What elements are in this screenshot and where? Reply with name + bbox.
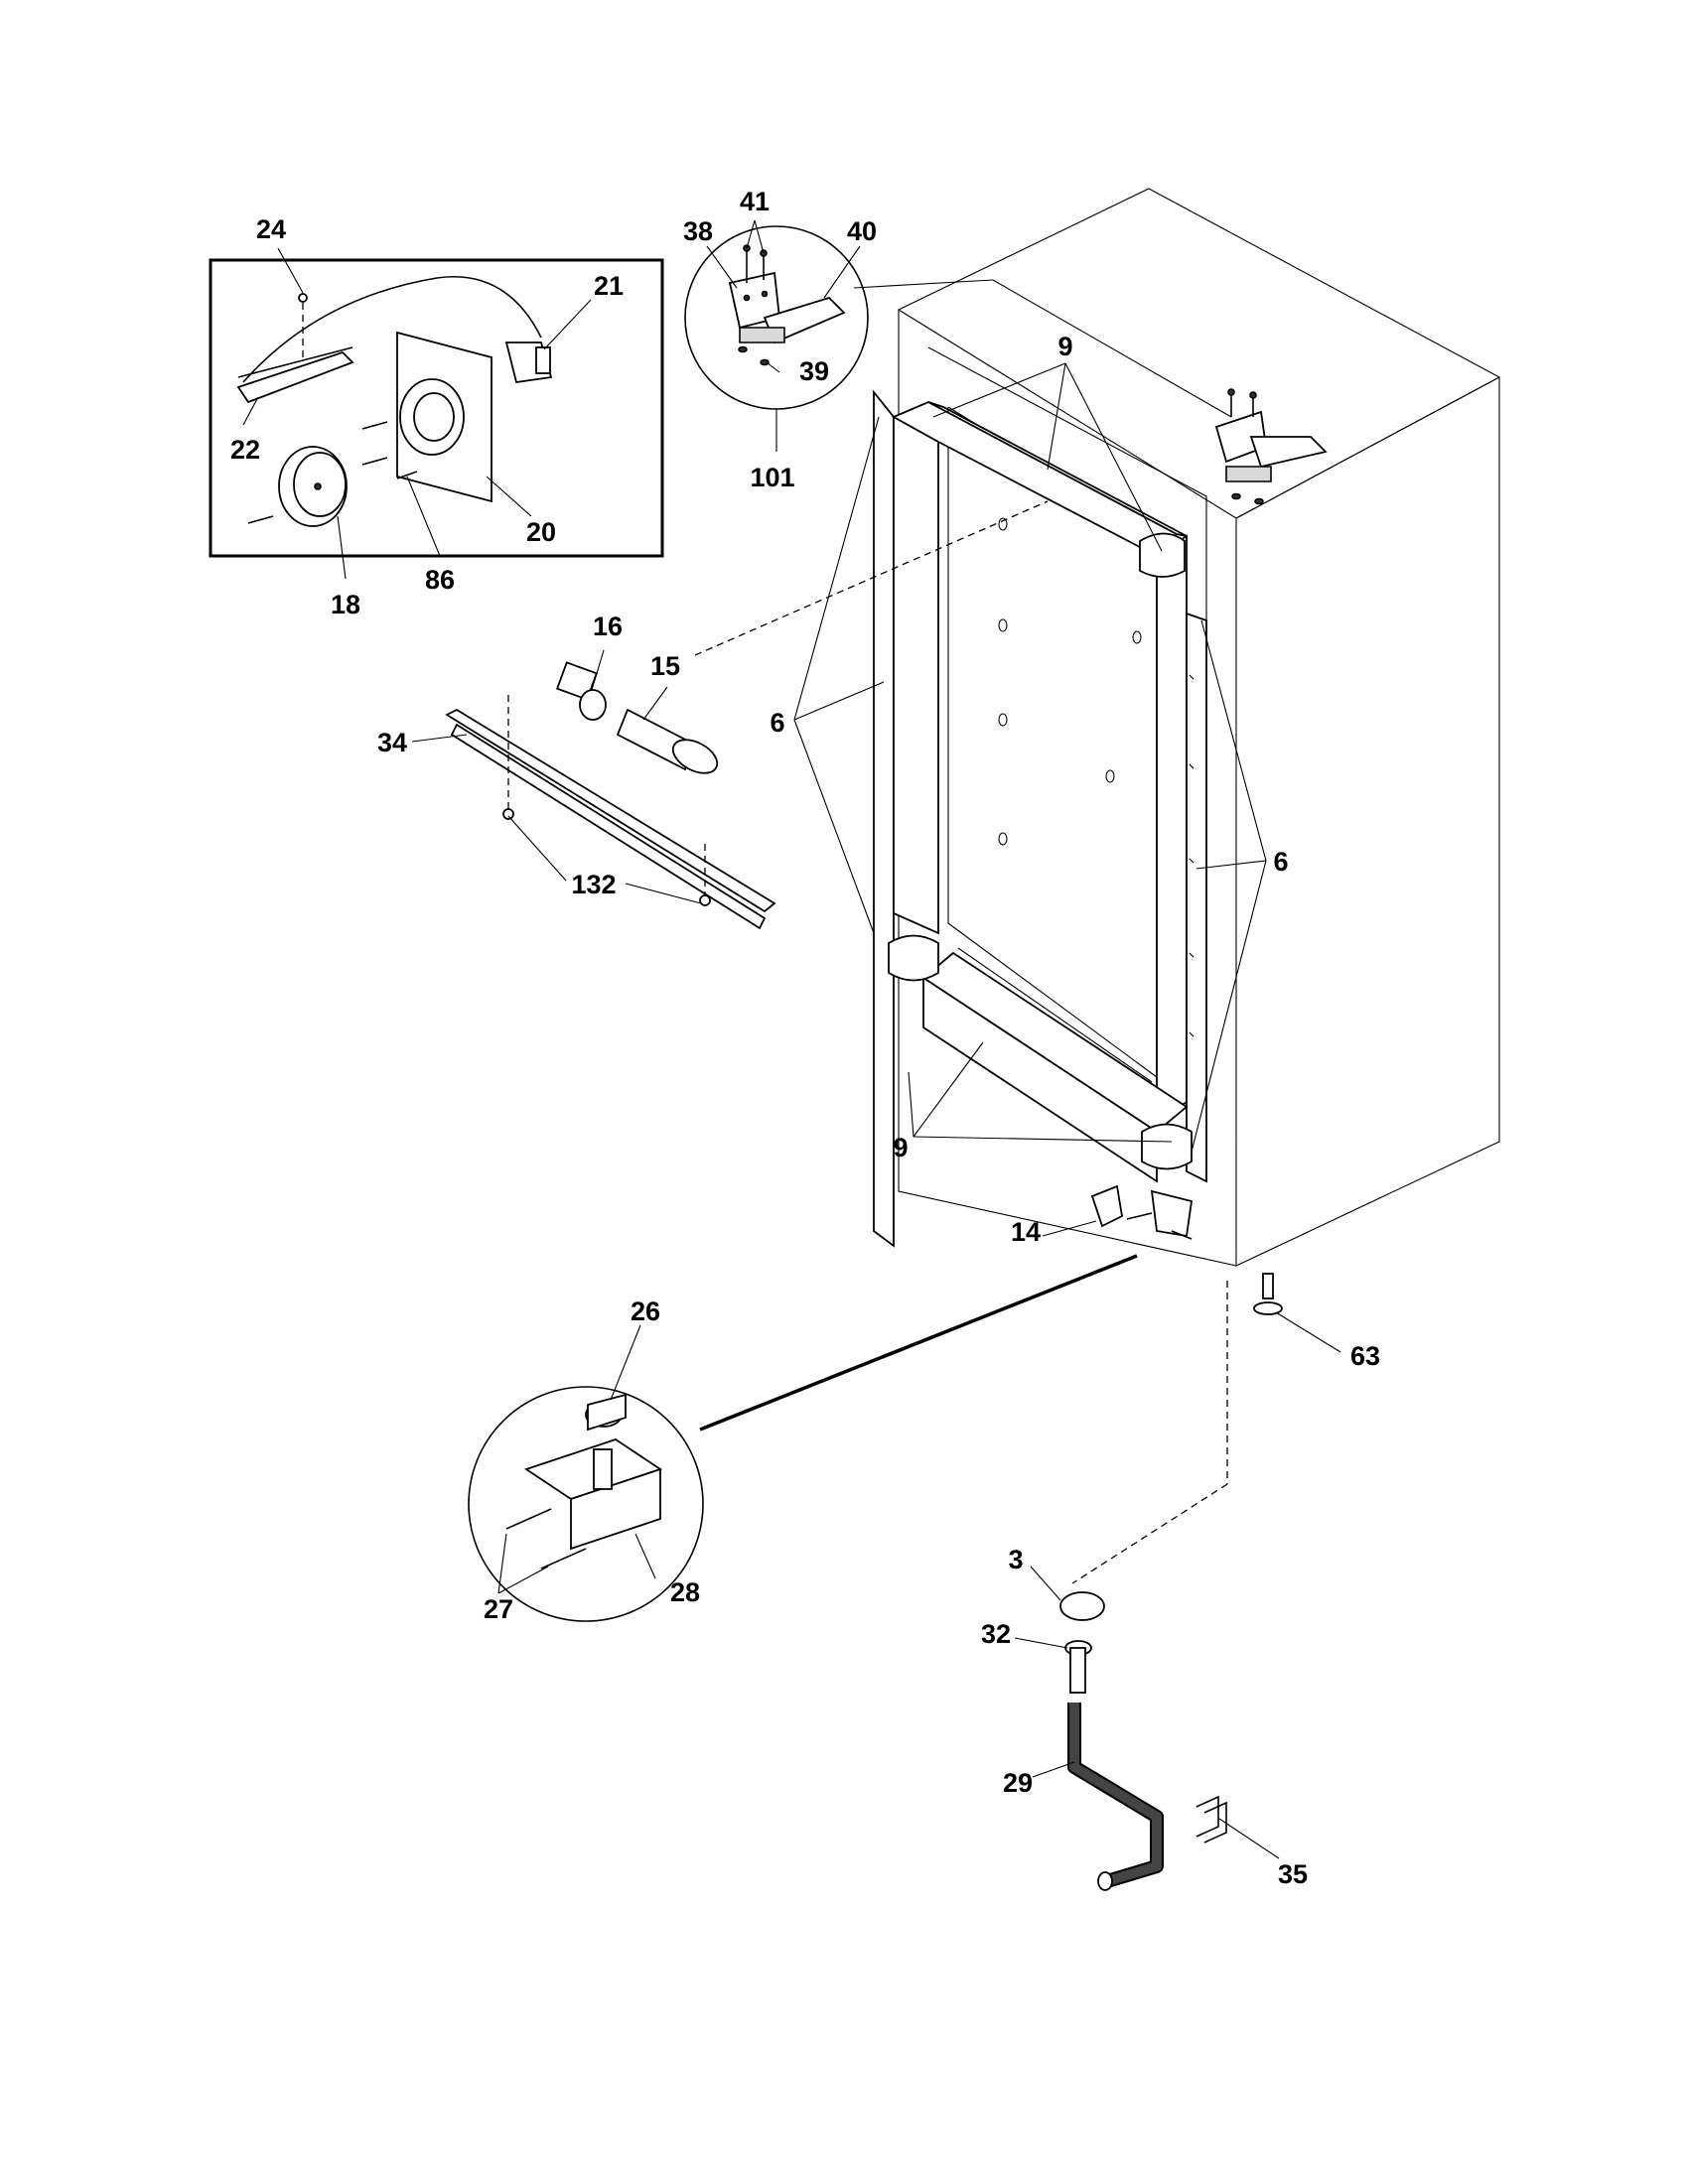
callout-27: 27 (484, 1594, 513, 1624)
callout-39: 39 (799, 356, 829, 386)
light-shield-34 (445, 695, 776, 930)
callout-132: 132 (571, 870, 616, 899)
callout-6-left: 6 (770, 708, 784, 738)
callout-6-right: 6 (1273, 847, 1288, 877)
callout-18: 18 (331, 590, 360, 619)
callout-40: 40 (847, 216, 877, 246)
callout-101: 101 (750, 463, 794, 492)
leader-lines (242, 219, 1341, 1859)
callout-3: 3 (1008, 1545, 1023, 1574)
inset-box (209, 258, 664, 558)
top-hinge-installed (1214, 388, 1328, 505)
callout-41: 41 (740, 187, 770, 216)
callout-24: 24 (256, 214, 286, 244)
light-assembly (556, 500, 1049, 774)
breaker-strips (873, 389, 1207, 1248)
lower-hinge (699, 1184, 1194, 1432)
callout-34: 34 (377, 728, 407, 757)
callout-21: 21 (594, 271, 624, 301)
callout-63: 63 (1350, 1341, 1380, 1371)
strip-tabs (1189, 674, 1195, 1037)
callout-28: 28 (670, 1577, 700, 1607)
callout-29: 29 (1003, 1768, 1033, 1798)
bottom-parts (1059, 1591, 1227, 1891)
callout-22: 22 (230, 435, 260, 465)
screws-86 (247, 421, 418, 524)
callout-15: 15 (650, 651, 680, 681)
callout-9-top: 9 (1057, 332, 1072, 361)
callout-20: 20 (526, 517, 556, 547)
detail-circle-lower-hinge (468, 1386, 704, 1622)
detail-circle-101 (684, 225, 1232, 418)
callout-9-bottom: 9 (893, 1133, 908, 1162)
callout-38: 38 (683, 216, 713, 246)
callout-32: 32 (981, 1619, 1011, 1649)
callout-14: 14 (1011, 1217, 1041, 1247)
leveling-leg (1071, 1273, 1283, 1584)
callout-26: 26 (631, 1297, 660, 1326)
callout-labels: 3 6 6 9 9 14 15 16 18 20 21 22 24 26 27 … (230, 187, 1380, 1889)
callout-86: 86 (425, 565, 455, 595)
callout-16: 16 (593, 612, 623, 641)
callout-35: 35 (1278, 1859, 1308, 1889)
